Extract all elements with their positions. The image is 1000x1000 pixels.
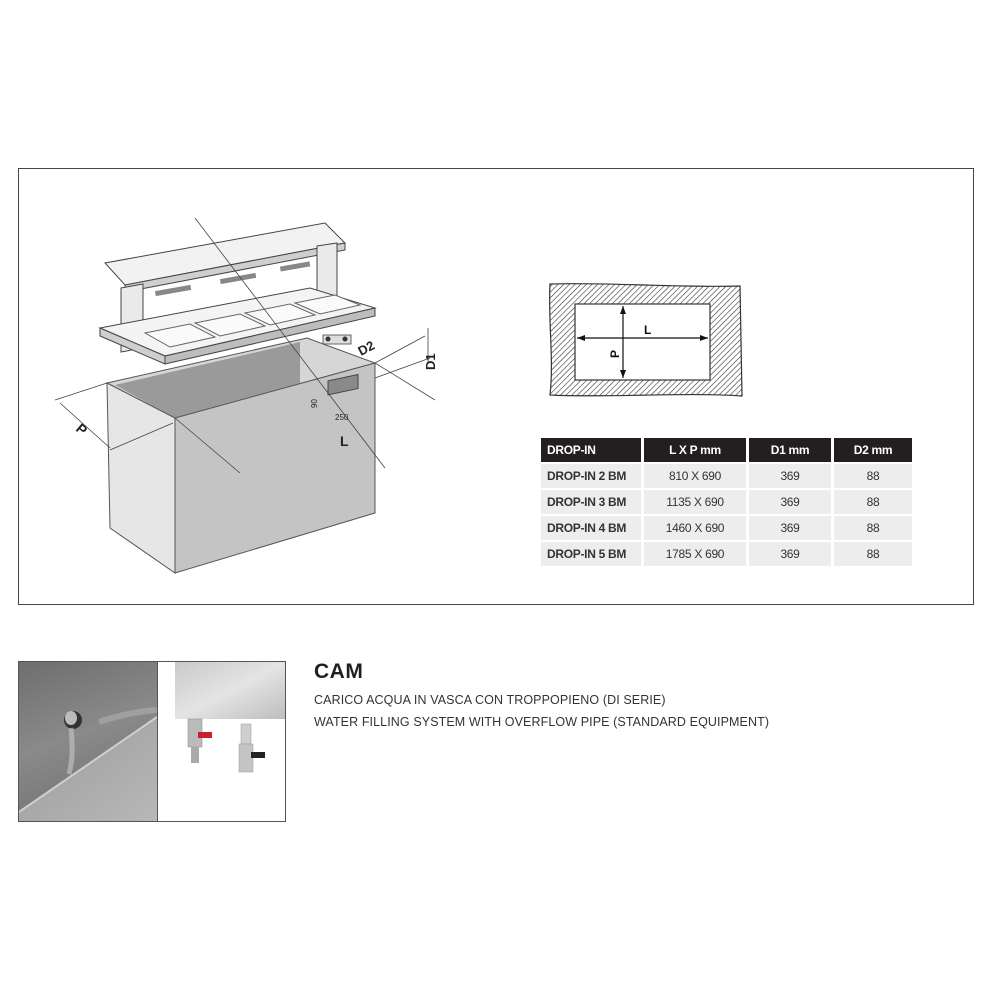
col-header-d2: D2 mm <box>834 438 912 462</box>
table-row: DROP-IN 3 BM 1135 X 690 369 88 <box>541 490 912 514</box>
cell-dimensions: 810 X 690 <box>644 464 746 488</box>
col-header-d1: D1 mm <box>749 438 831 462</box>
label-dim-90: 90 <box>310 399 319 408</box>
table-row: DROP-IN 4 BM 1460 X 690 369 88 <box>541 516 912 540</box>
col-header-model: DROP-IN <box>541 438 641 462</box>
label-d1: D1 <box>423 353 438 370</box>
drop-in-spec-table: DROP-IN L X P mm D1 mm D2 mm DROP-IN 2 B… <box>538 436 915 568</box>
cell-d2: 88 <box>834 516 912 540</box>
cell-dimensions: 1460 X 690 <box>644 516 746 540</box>
cell-d1: 369 <box>749 464 831 488</box>
label-l: L <box>340 433 349 449</box>
col-header-dimensions: L X P mm <box>644 438 746 462</box>
cell-model: DROP-IN 4 BM <box>541 516 641 540</box>
label-d2: D2 <box>355 338 377 359</box>
cell-d2: 88 <box>834 542 912 566</box>
cutout-label-p: P <box>608 350 622 358</box>
cell-d2: 88 <box>834 490 912 514</box>
cam-description-italian: CARICO ACQUA IN VASCA CON TROPPOPIENO (D… <box>314 693 666 707</box>
table-row: DROP-IN 2 BM 810 X 690 369 88 <box>541 464 912 488</box>
cam-title: CAM <box>314 660 364 683</box>
photo-water-inlet <box>19 662 158 821</box>
table-header-row: DROP-IN L X P mm D1 mm D2 mm <box>541 438 912 462</box>
cutout-diagram: L P <box>548 282 743 397</box>
cell-d1: 369 <box>749 542 831 566</box>
label-dim-250: 250 <box>335 413 349 422</box>
cam-photos <box>18 661 286 822</box>
cell-d1: 369 <box>749 490 831 514</box>
cell-d1: 369 <box>749 516 831 540</box>
cell-model: DROP-IN 3 BM <box>541 490 641 514</box>
red-valve-handle <box>198 732 212 738</box>
table-row: DROP-IN 5 BM 1785 X 690 369 88 <box>541 542 912 566</box>
label-p: P <box>73 420 90 438</box>
photo-overflow-pipe <box>158 662 285 821</box>
cutout-label-l: L <box>644 323 651 337</box>
cell-dimensions: 1135 X 690 <box>644 490 746 514</box>
cell-model: DROP-IN 5 BM <box>541 542 641 566</box>
cell-d2: 88 <box>834 464 912 488</box>
cell-dimensions: 1785 X 690 <box>644 542 746 566</box>
cell-model: DROP-IN 2 BM <box>541 464 641 488</box>
cam-description-english: WATER FILLING SYSTEM WITH OVERFLOW PIPE … <box>314 715 770 729</box>
drop-in-isometric-drawing: P L D2 D1 90 250 <box>54 218 438 574</box>
